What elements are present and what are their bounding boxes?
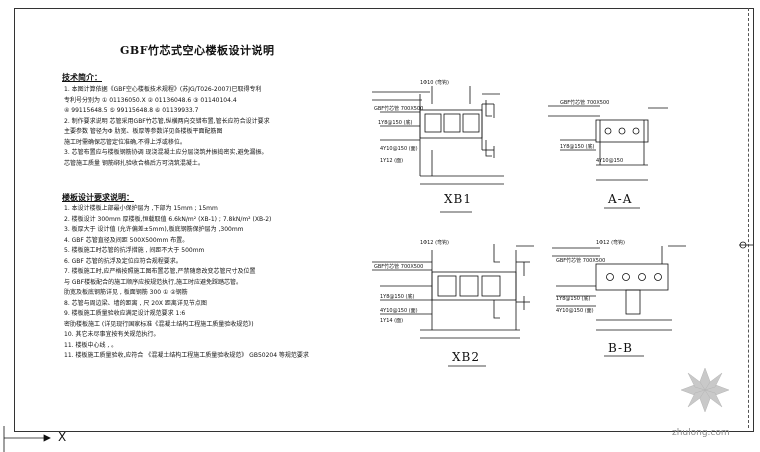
design-lines-line: 与 GBF楼板配合的施工顺序应按规范执行,施工时应避免踩踏芯管。 xyxy=(64,278,243,286)
xb1-rebar-label-3: 1Y12 (面) xyxy=(380,158,403,164)
tech-lines-line: ④ 99115648.5 ⑤ 99115648.8 ⑥ 01139933.7 xyxy=(64,107,199,114)
design-lines-line: 5. 楼板施工时芯管的抗浮措施 , 间距不大于 500mm xyxy=(64,247,205,254)
aa-rebar-label: 1Y8@150 (底) xyxy=(560,143,595,150)
sheet-edge-marker-icon xyxy=(739,241,753,249)
xb1-note-label: GBF竹芯管 700X500 xyxy=(374,105,423,112)
xb2-rebar-label: 1Y8@150 (底) xyxy=(380,293,415,300)
section-marker-b-bottom xyxy=(493,300,500,319)
sheet-dashed-edge xyxy=(18,8,749,428)
design-lines-line: 2. 楼板设计 300mm 厚楼板,恒载取值 6.6kN/m² (XB-1) ;… xyxy=(64,215,272,223)
aa-note-label: GBF竹芯管 700X500 xyxy=(560,99,609,106)
design-lines-line: 8. 芯管与周边梁、墙的距离 , 尺 20X 距离详见节点图 xyxy=(64,299,207,307)
tech-lines-line: 2. 制作要求说明 芯管采用GBF竹芯管,纵横两向交错布置,管长应符合设计要求 xyxy=(64,117,270,125)
xb2-note-label: GBF竹芯管 700X500 xyxy=(374,263,423,270)
b-b-section-detail xyxy=(552,245,686,331)
design-lines-line: 6. GBF 芯管的抗浮及定位应符合规程要求。 xyxy=(64,257,182,265)
xb1-rebar-label: 1Y8@150 (底) xyxy=(378,119,413,126)
xb1-rebar-label-2: 4Y10@150 (面) xyxy=(380,146,418,152)
aa-rebar-label-2: 4Y10@150 xyxy=(596,158,623,164)
page-title: GBF竹芯式空心楼板设计说明 xyxy=(120,44,275,57)
tech-lines-line: 芯管施工质量 钢筋绑扎验收合格后方可浇筑混凝土。 xyxy=(64,159,204,167)
design-lines-line: 11. 楼板施工质量验收,应符合 《混凝土结构工程施工质量验收规范》 GB502… xyxy=(64,352,309,359)
label-xb1: XB1 xyxy=(444,192,472,206)
xb2-dim-label: 1Φ12 (弯钩) xyxy=(420,239,449,246)
xb1-dim-label: 1Φ10 (弯钩) xyxy=(420,79,449,86)
tech-lines-line: 3. 芯管布置应与楼板钢筋协调 现浇混凝土应分层浇筑并振捣密实,避免漏振。 xyxy=(64,149,268,156)
tech-lines-line: 施工时需确保芯管定位准确,不得上浮或移位。 xyxy=(64,138,186,146)
design-lines-line: 11. 楼板中心线 , 。 xyxy=(64,341,118,349)
label-xb2: XB2 xyxy=(452,350,480,364)
bb-note-label: GBF竹芯管 700X500 xyxy=(556,257,605,264)
watermark-logo-icon xyxy=(680,367,730,413)
watermark-text: zhulong.com xyxy=(672,428,730,438)
tech-lines-line: 专利号分别为 ① 01136050.X ② 01136048.6 ③ 01140… xyxy=(64,96,237,104)
section-heading-tech: 技术简介： xyxy=(62,73,102,82)
tech-lines-line: 主要参数 管径为Φ 肋宽、板厚等参数详见各楼板平面配筋图 xyxy=(64,128,223,135)
section-marker-a-top xyxy=(485,100,492,117)
axis-x-label: X xyxy=(58,430,67,444)
xb2-rebar-label-2: 4Y10@150 (面) xyxy=(380,308,418,314)
label-aa: A-A xyxy=(608,192,633,206)
tech-lines-line: 1. 本图计算依据《GBF空心楼板技术规程》(苏JG/T026-2007)已取得… xyxy=(64,86,262,93)
design-lines-line: 密肋楼板施工 (详见现行国家标准《混凝土结构工程施工质量验收规范》) xyxy=(64,320,254,328)
design-lines-line: 7. 楼板施工时,应严格按照施工图布置芯管,严禁随意改变芯管尺寸及位置 xyxy=(64,268,256,275)
bb-dim-label: 1Φ12 (弯钩) xyxy=(596,239,625,246)
design-lines-line: 10. 其它未尽事宜按有关规范执行。 xyxy=(64,331,160,338)
xb2-rebar-label-3: 1Y14 (面) xyxy=(380,318,403,324)
xb2-plan-detail xyxy=(372,245,534,339)
bb-rebar-label-2: 4Y10@150 (面) xyxy=(556,308,594,314)
x-axis-arrowhead xyxy=(43,434,51,442)
a-a-section-detail xyxy=(548,105,668,181)
design-lines-line: 9. 楼板施工质量验收应满足设计规范要求 1:6 xyxy=(64,310,186,317)
drawing-sheet-border xyxy=(14,8,754,432)
design-lines-line: 3. 板厚大于 设计值 (允许偏差±5mm),板底钢筋保护层为 ,300mm xyxy=(64,226,244,233)
bb-rebar-label: 1Y8@150 (底) xyxy=(556,295,591,302)
section-heading-design: 楼板设计要求说明： xyxy=(62,193,134,202)
design-lines-line: 4. GBF 芯管直径及间距 500X500mm 布置。 xyxy=(64,236,189,244)
section-marker-a-bottom xyxy=(485,140,492,157)
design-lines-line: 肋宽及板底钢筋详见 , 板面钢筋 300 ① ②钢筋 xyxy=(64,289,188,296)
design-lines-line: 1. 本设计楼板上部最小保护层为 ,下部为 15mm ; 15mm xyxy=(64,205,218,212)
xb1-plan-detail xyxy=(372,86,504,185)
label-bb: B-B xyxy=(608,341,633,355)
section-marker-b-top xyxy=(493,244,500,263)
